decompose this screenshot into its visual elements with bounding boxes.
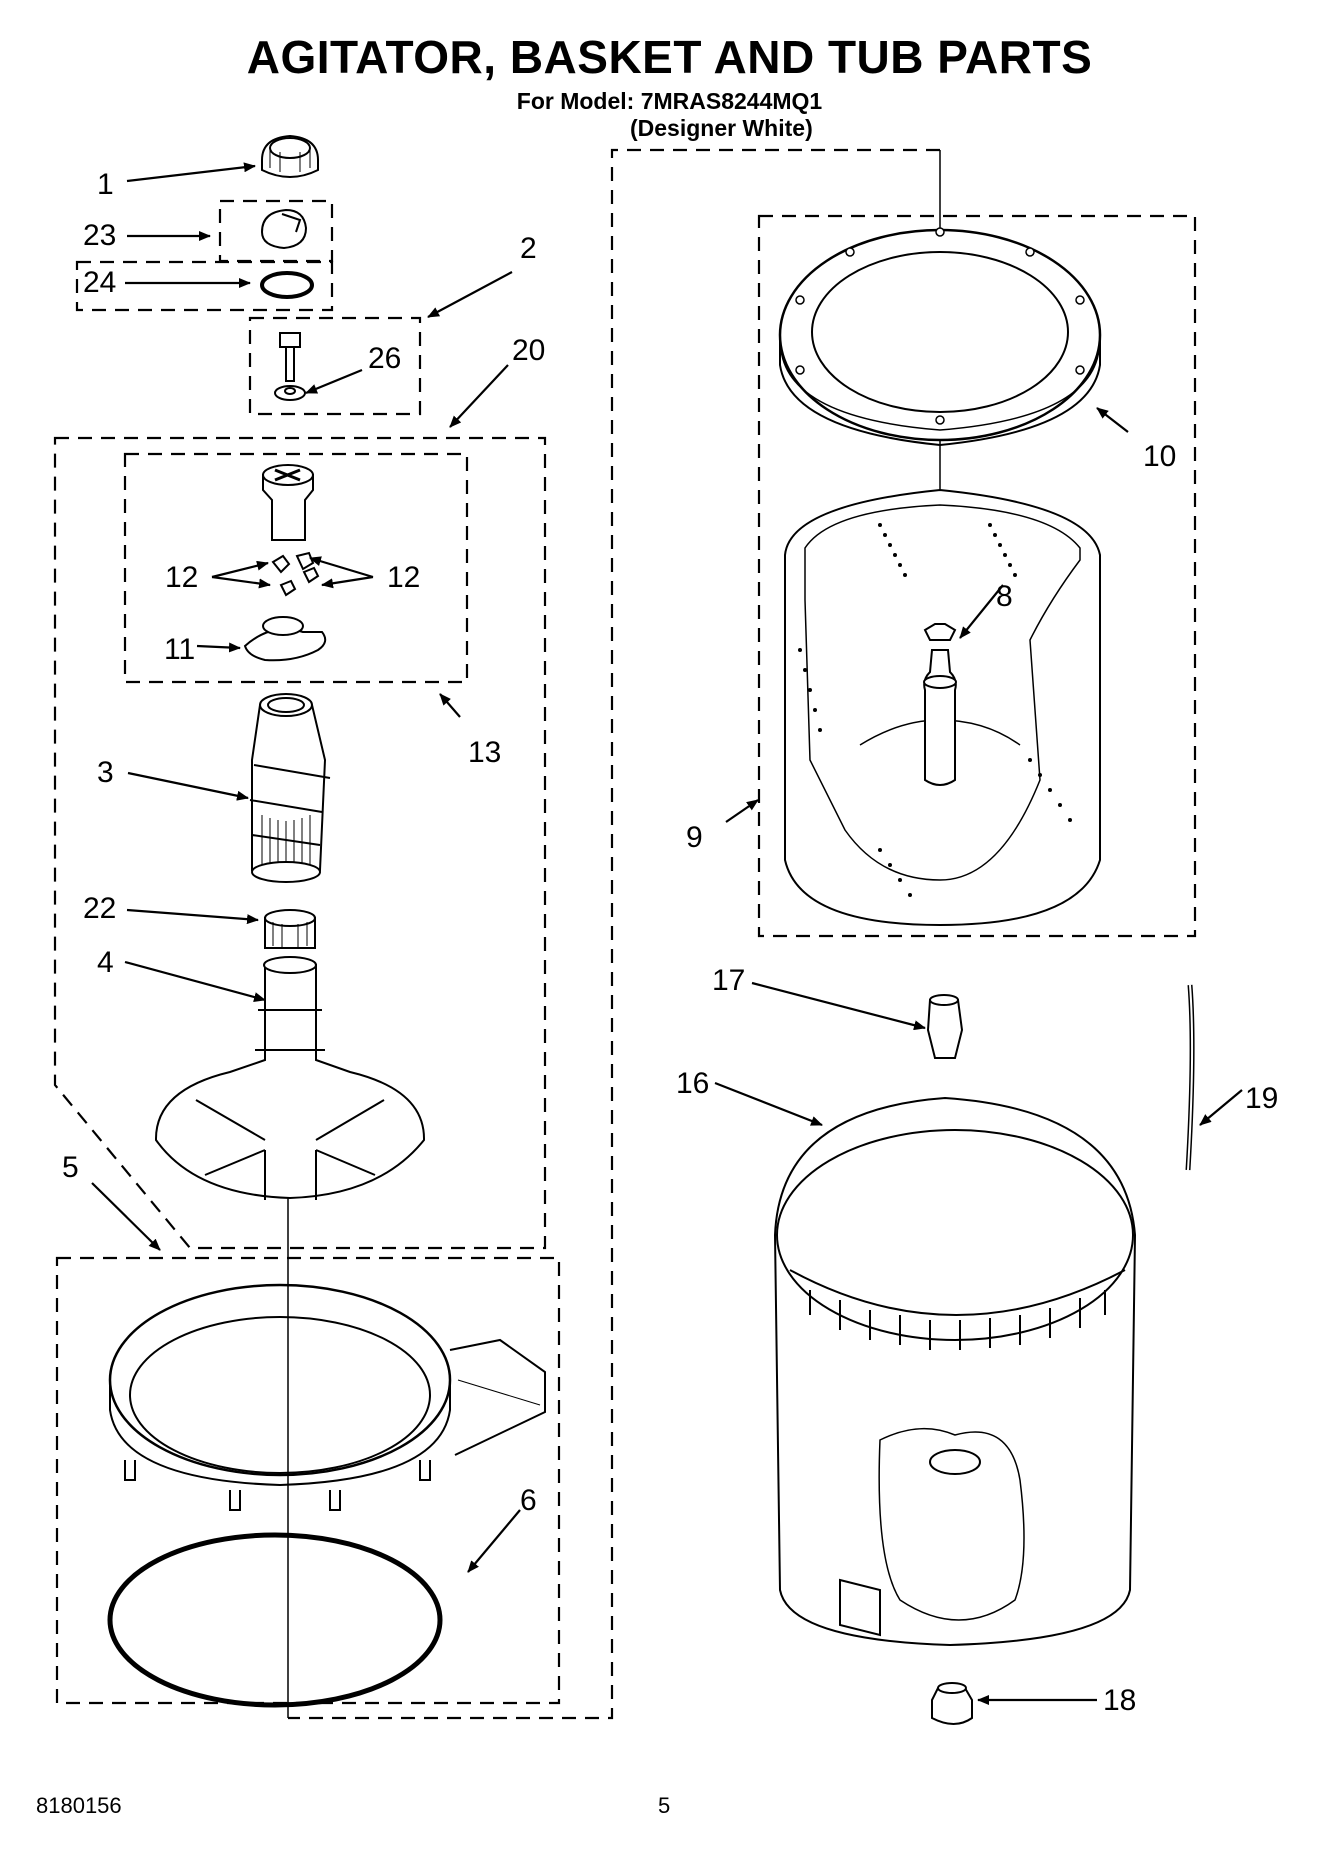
callout-2: 2 xyxy=(520,232,537,265)
callout-4: 4 xyxy=(97,946,114,979)
callout-20: 20 xyxy=(512,334,545,367)
callout-5: 5 xyxy=(62,1151,79,1184)
callout-9: 9 xyxy=(686,821,703,854)
part-12-agitator-dogs xyxy=(271,551,320,597)
callout-18: 18 xyxy=(1103,1684,1136,1717)
leader-lines xyxy=(91,162,1243,1705)
part-19-hose xyxy=(1185,984,1195,1171)
assembly-line xyxy=(288,148,940,1720)
group-box-2 xyxy=(248,316,422,416)
document-number: 8180156 xyxy=(36,1793,122,1818)
group-box-23 xyxy=(218,199,334,263)
group-box-24 xyxy=(75,260,334,312)
part-13-agitator-top xyxy=(262,464,314,541)
part-24-seal-ring xyxy=(260,271,314,299)
part-6-gasket xyxy=(107,1532,443,1708)
part-26-bolt-washer xyxy=(274,332,306,401)
callout-1: 1 xyxy=(97,168,114,201)
callout-19: 19 xyxy=(1245,1082,1278,1115)
part-5-tub-ring xyxy=(108,1283,546,1511)
callout-6: 6 xyxy=(520,1484,537,1517)
part-16-outer-tub xyxy=(773,1096,1137,1647)
callout-24: 24 xyxy=(83,266,116,299)
callout-3: 3 xyxy=(97,756,114,789)
group-box-9-10 xyxy=(757,214,1197,938)
part-4-agitator-base xyxy=(154,956,426,1200)
callout-23: 23 xyxy=(83,219,116,252)
callout-22: 22 xyxy=(83,892,116,925)
callout-26: 26 xyxy=(368,342,401,375)
part-22-bearing xyxy=(264,909,316,949)
part-11-cam xyxy=(243,616,327,662)
part-18-cap xyxy=(931,1682,973,1725)
callout-17: 17 xyxy=(712,964,745,997)
group-box-13 xyxy=(123,452,469,684)
callout-11: 11 xyxy=(164,633,195,666)
part-3-auger xyxy=(249,693,331,883)
model-line: For Model: 7MRAS8244MQ1 xyxy=(516,88,823,114)
color-line: (Designer White) xyxy=(630,115,813,141)
page-number: 5 xyxy=(658,1793,671,1818)
part-10-balance-ring xyxy=(778,227,1102,447)
part-1-agitator-cap xyxy=(261,134,319,178)
callout-12b: 12 xyxy=(387,561,420,594)
callout-8: 8 xyxy=(996,580,1013,613)
group-box-20 xyxy=(53,436,547,1250)
callout-13: 13 xyxy=(468,736,501,769)
callout-10: 10 xyxy=(1143,440,1176,473)
callout-16: 16 xyxy=(676,1067,709,1100)
part-9-basket xyxy=(784,488,1101,927)
callout-labels: 1 23 24 2 26 20 12 12 11 13 3 22 4 5 6 8… xyxy=(62,168,1278,1717)
page-title: AGITATOR, BASKET AND TUB PARTS xyxy=(246,31,1093,83)
part-23-retainer xyxy=(260,208,308,250)
callout-12a: 12 xyxy=(165,561,198,594)
part-17-snubber xyxy=(926,994,964,1059)
